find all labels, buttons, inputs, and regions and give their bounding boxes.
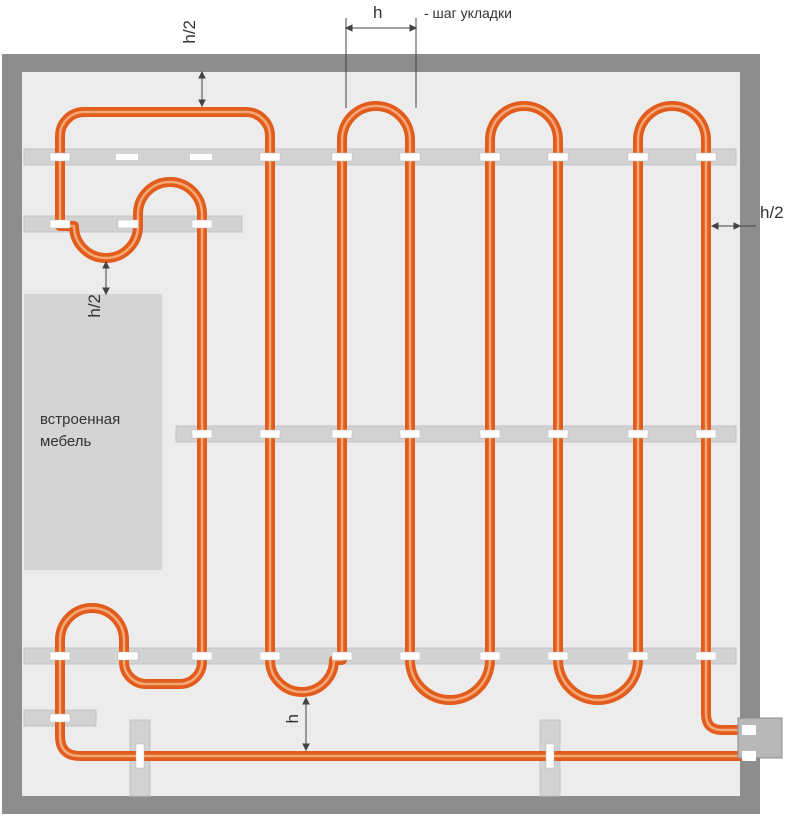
pipe-clip (399, 152, 421, 162)
pipe-clip (627, 152, 649, 162)
pipe-clip (399, 651, 421, 661)
pipe-clip (49, 219, 71, 229)
pipe-clip (259, 152, 281, 162)
pipe-clip (695, 429, 717, 439)
pipe-clip (627, 651, 649, 661)
pipe-clip (135, 743, 145, 769)
pipe-clip (331, 429, 353, 439)
collector-port (742, 725, 756, 735)
wall-offset-label-right: h/2 (760, 203, 784, 222)
pipe-clip (117, 219, 139, 229)
pipe-clip (627, 429, 649, 439)
pipe-clip (479, 651, 501, 661)
pipe-clip (259, 429, 281, 439)
arrow-icon (344, 24, 353, 32)
pipe-clip (49, 651, 71, 661)
pipe-clip (695, 152, 717, 162)
pipe-clip (331, 152, 353, 162)
pipe-clip (191, 651, 213, 661)
pipe-clip (695, 651, 717, 661)
heating-pipe (55, 101, 757, 761)
pipe-clip (547, 152, 569, 162)
pipe-clip (191, 219, 213, 229)
pipe-clip (49, 152, 71, 162)
pipe-clips (49, 152, 717, 769)
arrow-icon (710, 222, 719, 230)
arrow-icon (302, 696, 310, 705)
built-in-furniture (24, 294, 162, 570)
pipe-spacing-label: h (373, 3, 382, 22)
arrow-icon (302, 743, 310, 752)
pipe-clip (49, 713, 71, 723)
rail-slots (116, 154, 212, 160)
mounting-rail (175, 425, 737, 443)
arrow-icon (102, 287, 110, 296)
furniture-label-line-2: мебель (40, 433, 92, 450)
pipe-clip (547, 651, 569, 661)
pipe-clip (117, 651, 139, 661)
arrow-icon (198, 99, 206, 108)
heating-pipe-highlight (58, 104, 754, 758)
arrow-icon (102, 260, 110, 269)
arrow-icon (733, 222, 742, 230)
arrow-icon (198, 70, 206, 79)
wall-offset-label-top: h/2 (180, 20, 199, 44)
pipe-clip (259, 651, 281, 661)
pipe-clip (399, 429, 421, 439)
dimension-markers (102, 18, 756, 752)
furniture-offset-label: h/2 (85, 294, 104, 318)
furniture-label-line-1: встроенная (40, 411, 120, 428)
laying-step-note: - шаг укладки (424, 5, 512, 21)
arrow-icon (409, 24, 418, 32)
bottom-spacing-label: h (283, 714, 302, 723)
pipe-clip (191, 429, 213, 439)
collector-port (742, 751, 756, 761)
pipe-clip (479, 152, 501, 162)
rail-slot (116, 154, 138, 160)
pipe-clip (547, 429, 569, 439)
pipe-clip (331, 651, 353, 661)
pipe-clip (479, 429, 501, 439)
rail-slot (190, 154, 212, 160)
pipe-clip (545, 743, 555, 769)
